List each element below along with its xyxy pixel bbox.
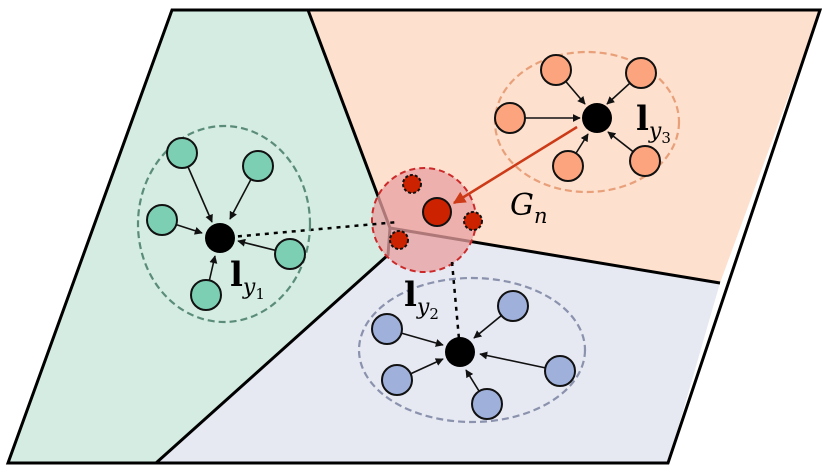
class-3-support-sample: [625, 57, 657, 89]
query-neighbor-sample: [463, 211, 483, 231]
class-1-cluster: [136, 124, 312, 324]
class-2-support-sample: [381, 364, 413, 396]
query-to-prototype-3-arrow: [452, 125, 578, 205]
class-3-prototype: [582, 103, 612, 133]
query-label: Gn: [510, 188, 548, 228]
class-1-support-sample: [166, 137, 198, 169]
prototype-1-label: ly1: [230, 255, 265, 303]
prototype-3-label: ly3: [636, 99, 671, 147]
query-region: [371, 167, 477, 273]
class-2-cluster: [357, 276, 587, 424]
class-2-prototype: [445, 337, 475, 367]
prototype-2-label: ly2: [404, 275, 439, 323]
class-2-support-sample: [371, 313, 403, 345]
class-1-prototype: [205, 223, 235, 253]
class-1-support-sample: [274, 238, 306, 270]
class-1-region: [8, 10, 390, 463]
class-3-support-sample: [629, 145, 661, 177]
class-1-support-sample: [242, 150, 274, 182]
query-neighbor-sample: [389, 230, 409, 250]
class-2-support-sample: [471, 388, 503, 420]
query-samples: [389, 174, 483, 250]
distance-line-to-prototype-1: [219, 220, 399, 240]
class-2-support-sample: [544, 355, 576, 387]
class-3-support-sample: [494, 102, 526, 134]
class-1-support-sample: [190, 279, 222, 311]
decision-boundary-1-3: [306, 9, 392, 229]
class-1-cluster-boundary: [136, 124, 312, 324]
class-3-support-sample: [540, 54, 572, 86]
class-2-cluster-boundary: [357, 276, 587, 424]
class-3-support-sample: [552, 150, 584, 182]
class-2-support-sample: [497, 290, 529, 322]
query-neighbor-sample: [402, 174, 422, 194]
class-1-support-sample: [146, 204, 178, 236]
query-sample: [422, 197, 452, 227]
class-3-cluster: [493, 50, 681, 194]
distance-line-to-prototype-2: [450, 261, 462, 351]
outer-boundary: [5, 8, 823, 465]
